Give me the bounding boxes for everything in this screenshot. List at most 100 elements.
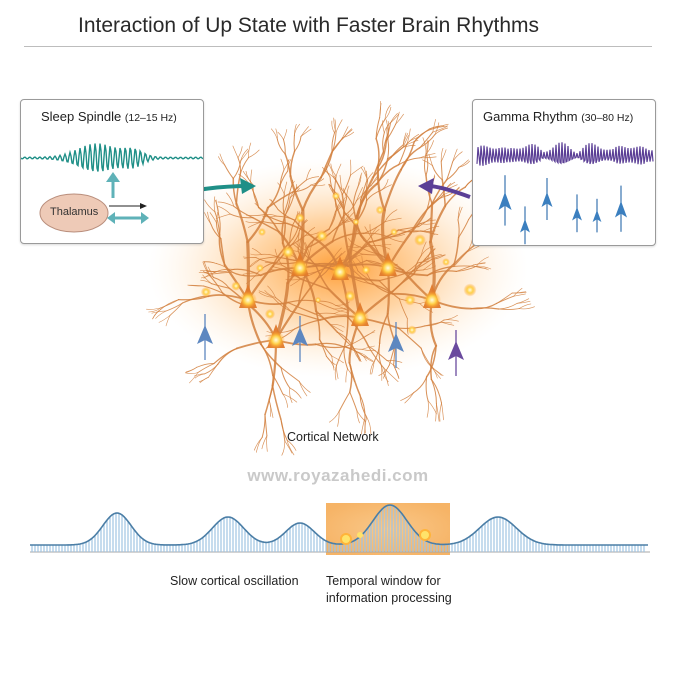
- dendrite: [233, 205, 254, 219]
- dendrite: [366, 189, 382, 201]
- dendrite: [274, 248, 283, 266]
- dendrite: [202, 274, 213, 285]
- dendrite: [440, 149, 447, 163]
- gamma-rhythm-title-text: Gamma Rhythm: [483, 109, 578, 124]
- dendrite: [165, 315, 171, 327]
- dendrite: [301, 238, 307, 251]
- dendrite: [316, 263, 333, 280]
- dendrite: [360, 184, 372, 201]
- dendrite: [398, 327, 422, 349]
- dendrite: [421, 241, 427, 256]
- dendrite: [425, 155, 429, 177]
- dendrite: [215, 199, 219, 215]
- dendrite: [419, 222, 436, 225]
- dendrite: [224, 164, 234, 180]
- dendrite: [422, 159, 433, 166]
- temporal-window-label-line2: information processing: [326, 591, 452, 605]
- dendrite: [383, 364, 390, 379]
- slow-wave-line: [30, 504, 648, 546]
- spark-18: [264, 308, 276, 320]
- dendrite: [276, 139, 286, 155]
- dendrite: [280, 418, 288, 441]
- dendrite: [283, 181, 288, 195]
- dendrite: [207, 211, 212, 225]
- dendrite: [476, 265, 492, 270]
- gamma-waveform: [476, 142, 654, 166]
- dendrite: [297, 232, 300, 251]
- dendrite: [336, 365, 339, 379]
- dendrite: [511, 291, 527, 294]
- dendrite: [330, 324, 345, 328]
- sleep-spindle-range: (12–15 Hz): [124, 112, 177, 124]
- dendrite: [518, 303, 532, 309]
- dendrite: [229, 213, 254, 219]
- dendrite: [283, 193, 290, 215]
- dendrite: [395, 113, 404, 125]
- dendrite: [413, 254, 422, 275]
- dendrite: [286, 439, 295, 456]
- dendrite: [267, 285, 276, 298]
- dendrite: [218, 205, 231, 215]
- dendrite: [240, 150, 249, 161]
- dendrite: [329, 221, 343, 235]
- dendrite: [306, 176, 320, 181]
- dendrite: [513, 293, 526, 297]
- page-title: Interaction of Up State with Faster Brai…: [78, 14, 540, 37]
- dendrite: [253, 436, 263, 451]
- spark-6: [442, 258, 450, 266]
- dendrite: [232, 145, 239, 159]
- dendrite: [315, 343, 346, 349]
- thalamus-shape: [39, 193, 109, 233]
- dendrite: [217, 201, 235, 207]
- dendrite: [258, 290, 274, 298]
- dendrite: [402, 132, 407, 146]
- dendrite: [400, 392, 414, 401]
- dendrite: [357, 172, 363, 188]
- gamma-spike-body-5: [614, 201, 628, 218]
- dendrite: [446, 161, 454, 181]
- dendrite: [440, 161, 443, 181]
- dendrite: [289, 187, 299, 199]
- interneuron-body-3: [448, 341, 464, 360]
- dendrite: [199, 377, 209, 384]
- dendrite: [152, 308, 162, 319]
- dendrite: [498, 302, 518, 310]
- dendrite: [378, 313, 389, 345]
- dendrite: [385, 122, 392, 141]
- dendrite: [382, 132, 385, 153]
- soma-glow-4: [423, 291, 441, 309]
- dendrite: [271, 385, 282, 421]
- dendrite: [458, 218, 470, 239]
- dendrite: [301, 176, 323, 212]
- spark-7: [231, 281, 241, 291]
- dendrite: [424, 248, 436, 260]
- dendrite: [351, 253, 364, 260]
- dendrite: [248, 149, 260, 158]
- dendrite: [209, 212, 217, 223]
- dendrite: [441, 402, 444, 421]
- dendrite: [457, 219, 460, 239]
- dendrite: [427, 253, 442, 259]
- dendrite: [331, 215, 345, 243]
- dendrite: [420, 347, 432, 367]
- dendrite: [426, 400, 429, 418]
- dendrite: [215, 213, 231, 220]
- dendrite: [301, 252, 317, 266]
- dendrite: [342, 128, 353, 139]
- dendrite: [446, 166, 460, 181]
- spark-10: [344, 290, 356, 302]
- dendrite: [275, 215, 295, 221]
- dendrite: [245, 170, 254, 186]
- dendrite: [419, 156, 437, 159]
- dendrite: [430, 345, 437, 381]
- dendrite: [292, 243, 303, 254]
- dendrite: [286, 439, 297, 451]
- gamma-spike-body-1: [520, 219, 530, 233]
- dendrite: [325, 164, 331, 178]
- dendrite: [275, 128, 278, 141]
- dendrite: [319, 338, 328, 357]
- dendrite: [379, 101, 382, 118]
- soma-glow-6: [351, 309, 369, 327]
- dendrite: [277, 131, 284, 141]
